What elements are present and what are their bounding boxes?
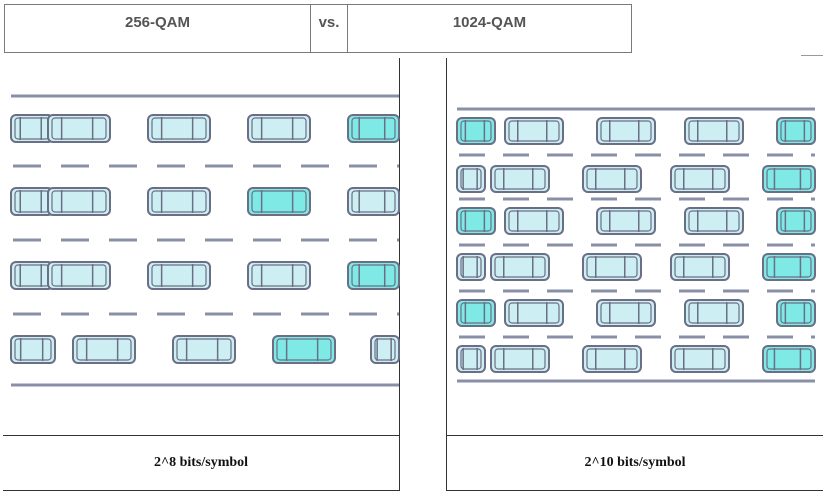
car-lane1-1: [10, 114, 54, 143]
car-lane3-1: [10, 261, 54, 290]
corner-tick: [801, 55, 823, 56]
header-cell-vs: vs.: [310, 4, 347, 53]
car-lane4-3: [582, 253, 642, 281]
car-lane5-5: [776, 299, 816, 327]
car-lane6-5: [762, 345, 816, 373]
car-lane3-2: [504, 207, 564, 235]
car-lane3-5: [347, 261, 400, 290]
car-lane1-3: [147, 114, 211, 143]
header-label-1024qam: 1024-QAM: [452, 14, 527, 31]
car-lane2-3: [147, 187, 211, 216]
caption-cell-256qam: 2^8 bits/symbol: [3, 435, 399, 490]
car-lane6-4: [670, 345, 730, 373]
car-lane3-2: [47, 261, 111, 290]
car-lane2-1: [10, 187, 54, 216]
left-panel-256qam: 2^8 bits/symbol: [3, 58, 400, 491]
car-lane1-5: [776, 117, 816, 145]
header-label-256qam: 256-QAM: [124, 14, 191, 31]
car-lane1-4: [247, 114, 311, 143]
car-lane4-4: [670, 253, 730, 281]
car-lane6-2: [490, 345, 550, 373]
car-lane3-3: [596, 207, 656, 235]
car-lane1-2: [504, 117, 564, 145]
car-lane4-2: [72, 335, 136, 364]
traffic-illustration-256qam: [10, 94, 400, 387]
car-lane4-5: [370, 335, 400, 364]
car-lane1-1: [456, 117, 496, 145]
car-lane4-1: [10, 335, 56, 364]
car-lane4-4: [272, 335, 336, 364]
car-lane3-3: [147, 261, 211, 290]
right-panel-1024qam: 2^10 bits/symbol: [446, 58, 823, 491]
caption-cell-1024qam: 2^10 bits/symbol: [447, 435, 823, 490]
car-lane5-1: [456, 299, 496, 327]
header-cell-1024qam: 1024-QAM: [347, 4, 632, 53]
car-lane2-5: [347, 187, 400, 216]
header-cell-256qam: 256-QAM: [4, 4, 310, 53]
caption-1024qam: 2^10 bits/symbol: [584, 455, 686, 470]
car-lane2-4: [247, 187, 311, 216]
car-lane2-2: [47, 187, 111, 216]
car-lane1-2: [47, 114, 111, 143]
car-lane1-3: [596, 117, 656, 145]
car-lane6-3: [582, 345, 642, 373]
car-lane3-5: [776, 207, 816, 235]
car-lane2-3: [582, 165, 642, 193]
car-lane4-1: [456, 253, 486, 281]
car-lane5-4: [684, 299, 744, 327]
car-lane3-4: [684, 207, 744, 235]
car-lane1-4: [684, 117, 744, 145]
car-lane2-5: [762, 165, 816, 193]
car-lane4-3: [172, 335, 236, 364]
car-lane3-1: [456, 207, 496, 235]
car-lane1-5: [347, 114, 400, 143]
car-lane5-2: [504, 299, 564, 327]
car-lane2-4: [670, 165, 730, 193]
header-label-vs: vs.: [318, 14, 340, 31]
car-lane4-2: [490, 253, 550, 281]
car-lane2-2: [490, 165, 550, 193]
car-lane6-1: [456, 345, 486, 373]
traffic-illustration-1024qam: [456, 107, 816, 383]
car-lane2-1: [456, 165, 486, 193]
caption-256qam: 2^8 bits/symbol: [153, 455, 249, 470]
car-lane3-4: [247, 261, 311, 290]
car-lane5-3: [596, 299, 656, 327]
car-lane4-5: [762, 253, 816, 281]
